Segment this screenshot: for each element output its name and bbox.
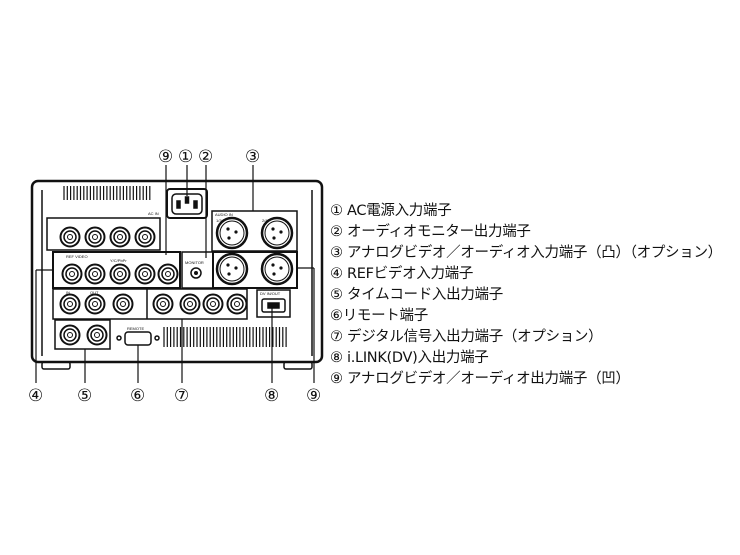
- callout-3: ③: [245, 147, 260, 167]
- bnc-connector[interactable]: [61, 263, 83, 285]
- bnc-connector[interactable]: [226, 293, 248, 315]
- foot-right: [283, 361, 313, 370]
- remote-label: REMOTE: [127, 326, 144, 331]
- callout-8: ⑧: [264, 386, 279, 406]
- legend-list: ① AC電源入力端子 ② オーディオモニター出力端子 ③ アナログビデオ／オーデ…: [330, 201, 722, 390]
- analog-out-panel: [46, 217, 161, 251]
- monitor-jack[interactable]: [190, 267, 202, 279]
- legend-item: ⑥リモート端子: [330, 308, 428, 324]
- remote-port[interactable]: [124, 331, 152, 346]
- xlr-connector[interactable]: [215, 252, 249, 286]
- callout-6: ⑥: [130, 386, 145, 406]
- audio-in-label: AUDIO IN: [215, 212, 233, 217]
- callout-4: ④: [28, 386, 43, 406]
- bnc-connector[interactable]: [179, 293, 201, 315]
- device-body: [30, 179, 324, 364]
- in-label: IN: [66, 290, 70, 295]
- bnc-connector[interactable]: [152, 293, 174, 315]
- bnc-connector[interactable]: [59, 293, 81, 315]
- legend-item: ⑦ デジタル信号入出力端子（オプション）: [330, 329, 603, 345]
- legend-item: ① AC電源入力端子: [330, 203, 452, 219]
- callout-9-bottom: ⑨: [306, 386, 321, 406]
- legend-item: ⑨ アナログビデオ／オーディオ出力端子（凹）: [330, 371, 630, 387]
- callout-2: ②: [198, 147, 213, 167]
- ch24-label: 2/4: [262, 218, 268, 223]
- bnc-connector[interactable]: [112, 293, 134, 315]
- callout-1: ①: [178, 147, 193, 167]
- ac-in-label: AC IN: [148, 211, 159, 216]
- bnc-connector[interactable]: [109, 263, 131, 285]
- digital-io-panel: [52, 288, 248, 320]
- timecode-panel: [54, 319, 111, 350]
- callout-7: ⑦: [174, 386, 189, 406]
- bnc-connector[interactable]: [84, 293, 106, 315]
- legend-item: ④ REFビデオ入力端子: [330, 266, 474, 282]
- bnc-connector[interactable]: [202, 293, 224, 315]
- bnc-connector[interactable]: [59, 226, 81, 248]
- vent-top: [63, 186, 151, 200]
- legend-item: ⑧ i.LINK(DV)入出力端子: [330, 350, 489, 366]
- bnc-connector[interactable]: [84, 226, 106, 248]
- bnc-connector[interactable]: [157, 263, 179, 285]
- legend-item: ② オーディオモニター出力端子: [330, 224, 531, 240]
- bnc-connector[interactable]: [134, 263, 156, 285]
- ref-video-label: REF VIDEO: [66, 254, 88, 259]
- xlr-connector[interactable]: [260, 252, 294, 286]
- dv-port[interactable]: [261, 298, 286, 313]
- bnc-connector[interactable]: [84, 263, 106, 285]
- xlr-connector[interactable]: [215, 216, 249, 250]
- foot-left: [41, 361, 71, 370]
- ch13-label: 1/3: [216, 218, 222, 223]
- audio-monitor-panel: [181, 251, 214, 289]
- audio-out-panel: [212, 251, 298, 289]
- legend-item: ⑤ タイムコード入出力端子: [330, 287, 503, 303]
- monitor-label: MONITOR: [185, 260, 204, 265]
- bnc-connector[interactable]: [109, 226, 131, 248]
- bnc-connector[interactable]: [134, 226, 156, 248]
- bnc-connector[interactable]: [86, 324, 108, 346]
- bnc-connector[interactable]: [59, 324, 81, 346]
- xlr-connector[interactable]: [260, 216, 294, 250]
- callout-5: ⑤: [77, 386, 92, 406]
- callout-9-top: ⑨: [158, 147, 173, 167]
- dv-label: DV IN/OUT: [260, 291, 281, 296]
- out-label: OUT: [90, 290, 99, 295]
- legend-item: ③ アナログビデオ／オーディオ入力端子（凸）（オプション）: [330, 245, 722, 261]
- vent-bottom: [163, 327, 287, 347]
- ypbpr-label: Y/C/PbPr: [110, 258, 127, 263]
- dv-panel: [256, 289, 291, 318]
